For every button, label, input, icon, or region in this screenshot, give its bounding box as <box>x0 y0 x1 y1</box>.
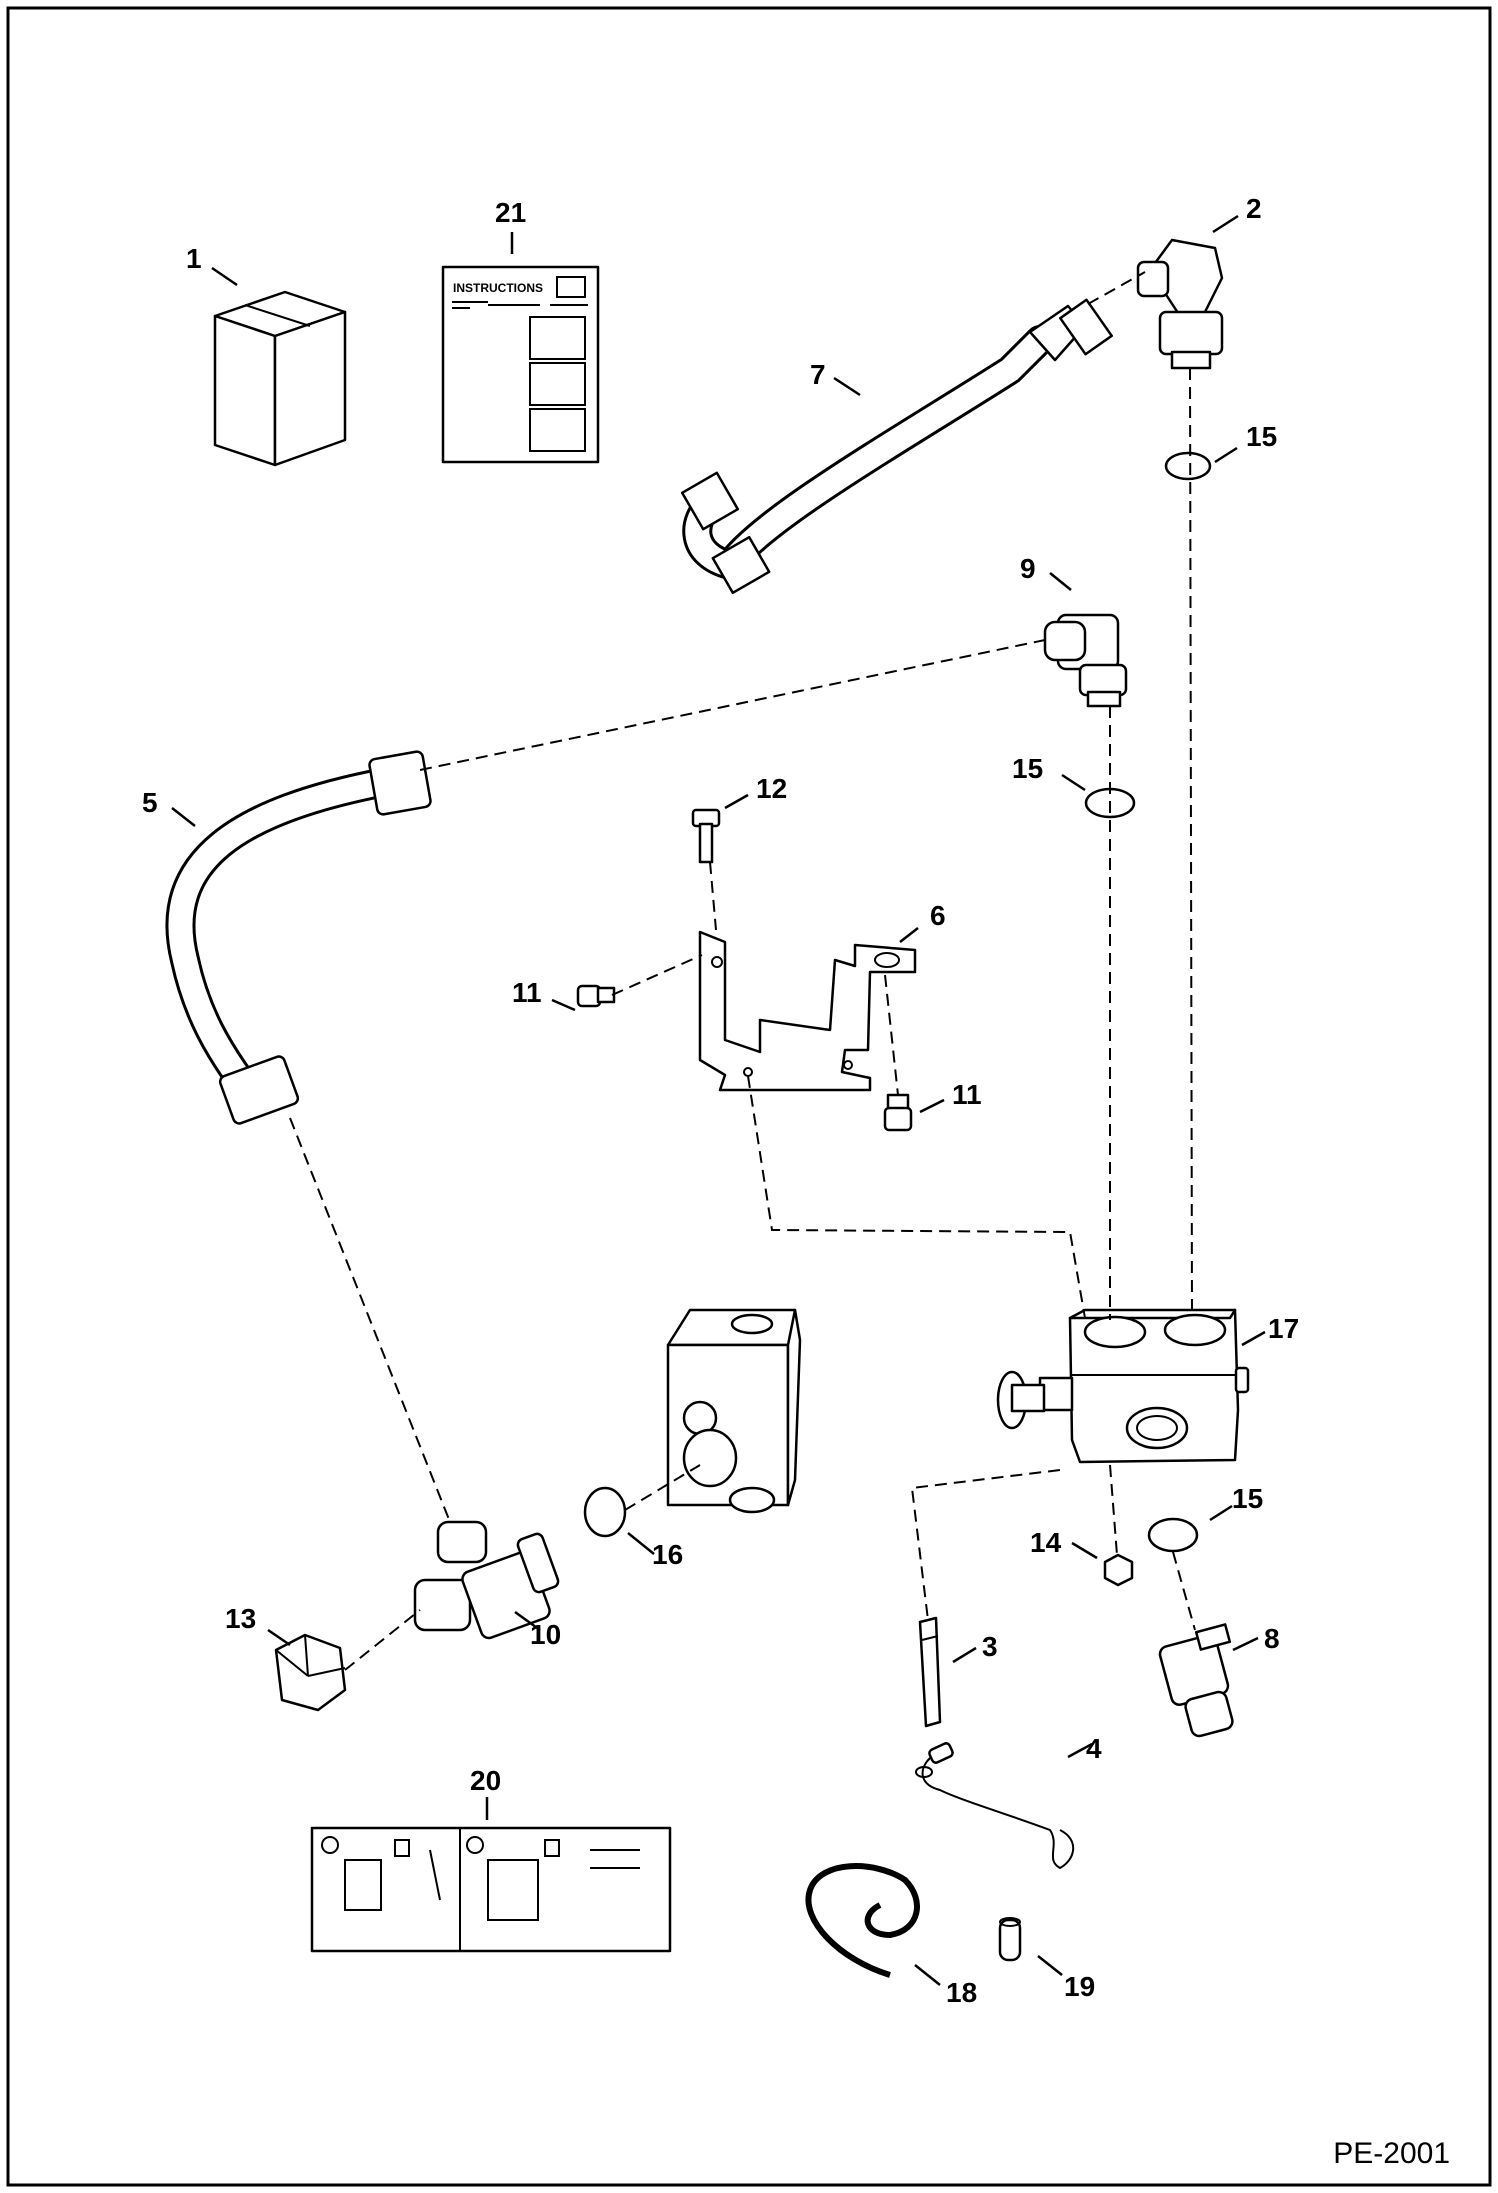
callout-7: 7 <box>810 359 826 390</box>
leader-lines <box>171 214 1266 1986</box>
callout-5: 5 <box>142 787 158 818</box>
part-5-tube <box>165 750 432 1125</box>
part-15-o-ring-lower <box>1147 1517 1199 1553</box>
part-12-bolt <box>691 808 721 864</box>
part-19-sleeve <box>998 1917 1022 1962</box>
part-16-o-ring <box>583 1486 627 1538</box>
callout-8: 8 <box>1264 1623 1280 1654</box>
part-10-tee-fitting <box>413 1520 560 1640</box>
callout-3: 3 <box>982 1631 998 1662</box>
callout-17: 17 <box>1268 1313 1299 1344</box>
callout-21: 21 <box>495 197 526 228</box>
part-14-nut <box>1103 1553 1134 1587</box>
callout-18: 18 <box>946 1977 977 2008</box>
callout-19: 19 <box>1064 1971 1095 2002</box>
callout-15-lower: 15 <box>1232 1483 1263 1514</box>
callout-9: 9 <box>1020 553 1036 584</box>
callout-labels: 1 21 2 7 15 9 5 15 12 6 11 11 17 15 14 1… <box>142 193 1299 2008</box>
callout-4: 4 <box>1086 1733 1102 1764</box>
callout-15-middle: 15 <box>1012 753 1043 784</box>
callout-11-right: 11 <box>952 1079 982 1110</box>
part-17-valve-block <box>996 1308 1250 1464</box>
callout-15-upper: 15 <box>1246 421 1277 452</box>
part-8-fitting <box>1158 1623 1234 1738</box>
part-6-bracket <box>698 930 917 1092</box>
callout-13: 13 <box>225 1603 256 1634</box>
callout-2: 2 <box>1246 193 1262 224</box>
part-20-decal <box>310 1826 672 1953</box>
page-border <box>6 6 1492 2187</box>
part-18-coil <box>805 1863 920 1978</box>
callout-16: 16 <box>652 1539 683 1570</box>
callout-10: 10 <box>530 1619 561 1650</box>
instructions-heading: INSTRUCTIONS <box>453 281 543 295</box>
part-9-elbow-fitting <box>1043 613 1128 708</box>
callout-11-left: 11 <box>512 977 542 1008</box>
part-1-kit-box <box>213 290 347 467</box>
part-3-pin <box>918 1616 942 1728</box>
part-4-lanyard <box>915 1742 1075 1870</box>
part-11-bolt-right <box>883 1093 913 1132</box>
part-15-o-ring-upper <box>1164 451 1212 481</box>
callout-6: 6 <box>930 900 946 931</box>
callout-12: 12 <box>756 773 787 804</box>
part-13-cap-nut <box>274 1633 347 1712</box>
figure-id: PE-2001 <box>1333 2137 1450 2170</box>
callout-20: 20 <box>470 1765 501 1796</box>
callout-14: 14 <box>1030 1527 1062 1558</box>
part-21-instructions-sheet: INSTRUCTIONS <box>441 265 600 464</box>
part-16-cartridge-block <box>666 1308 802 1514</box>
part-2-elbow-fitting <box>1136 238 1224 370</box>
part-11-bolt-left <box>576 984 616 1008</box>
part-7-hose <box>680 298 1113 595</box>
assembly-lines <box>289 271 1196 1671</box>
callout-1: 1 <box>186 243 202 274</box>
